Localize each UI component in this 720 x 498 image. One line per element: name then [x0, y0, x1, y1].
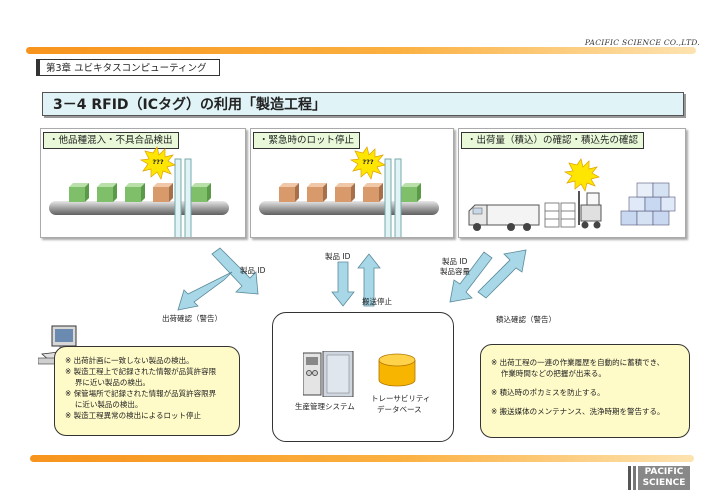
label-loading-warning: 積込確認（警告） — [496, 315, 556, 324]
arrow-transport-stop-center — [357, 253, 381, 307]
arrow-product-id-left — [211, 247, 259, 295]
top-divider-bar — [26, 47, 696, 54]
rack-icon — [544, 202, 576, 228]
panel-mixed-product-detection: ・他品種混入・不具合品検出 ??? — [40, 128, 246, 238]
panel-shipment-confirmation: ・出荷量（積込）の確認・積込先の確認 — [458, 128, 686, 238]
alert-text: ??? — [152, 158, 164, 166]
alert-burst-icon — [563, 158, 600, 192]
label-traceability-2: データベース — [377, 405, 422, 414]
arrow-loading-warning-right — [477, 249, 527, 299]
note-line: に近い製品の検出。 — [65, 400, 143, 409]
logo-line-1: PACIFIC — [644, 467, 684, 477]
note-line: 作業時間などの把握が出来る。 — [491, 369, 606, 378]
panel-label: ・他品種混入・不具合品検出 — [43, 132, 179, 149]
central-system-box: 生産管理システム トレーサビリティ データベース — [272, 312, 454, 442]
truck-icon — [468, 204, 540, 231]
forklift-icon — [578, 191, 602, 229]
note-line: ※ 積込時のポカミスを防止する。 — [491, 388, 605, 397]
server-icon — [303, 351, 354, 397]
right-note-box: ※ 出荷工程の一連の作業履歴を自動的に蓄積でき、 作業時間などの把握が出来る。 … — [480, 344, 690, 438]
warehouse-illustration — [468, 158, 676, 231]
slide-title: 3－4 RFID（ICタグ）の利用「製造工程」 — [42, 92, 684, 116]
alert-burst-icon — [139, 146, 176, 180]
label-product-id-right: 製品 ID — [442, 257, 468, 266]
panel-emergency-lot-stop: ・緊急時のロット停止 ??? — [250, 128, 454, 238]
conveyor-illustration — [259, 146, 439, 237]
bottom-divider-bar — [30, 455, 694, 462]
label-production-system: 生産管理システム — [295, 402, 355, 411]
note-line: ※ 製造工程上で記録された情報が品質許容限 — [65, 367, 217, 376]
label-product-capacity: 製品容量 — [440, 267, 470, 276]
left-note-box: ※ 出荷計画に一致しない製品の検出。 ※ 製造工程上で記録された情報が品質許容限… — [54, 346, 240, 436]
note-line: 界に近い製品の検出。 — [65, 378, 150, 387]
alert-text: ??? — [362, 158, 374, 166]
panel-label: ・出荷量（積込）の確認・積込先の確認 — [461, 132, 645, 149]
label-shipment-warning: 出荷確認（警告） — [162, 314, 222, 323]
panel-label: ・緊急時のロット停止 — [253, 132, 361, 149]
note-line: ※ 保管場所で記録された情報が品質許容限界 — [65, 389, 217, 398]
note-line: ※ 搬送媒体のメンテナンス、洗浄時期を警告する。 — [491, 407, 665, 416]
conveyor-illustration — [49, 146, 229, 237]
box-stack-icon — [620, 182, 676, 226]
note-line: ※ 製造工程異常の検出によるロット停止 — [65, 411, 201, 420]
note-line: ※ 出荷計画に一致しない製品の検出。 — [65, 356, 194, 365]
note-line: ※ 出荷工程の一連の作業履歴を自動的に蓄積でき、 — [491, 358, 665, 367]
arrow-product-id-center — [331, 261, 355, 307]
chapter-label: 第3章 ユビキタスコンピューティング — [36, 59, 220, 76]
alert-burst-icon — [349, 146, 386, 180]
arrow-shipment-warning-left — [177, 271, 233, 311]
database-icon — [378, 353, 416, 387]
product-box — [69, 183, 89, 202]
company-logo: PACIFIC SCIENCE — [628, 466, 690, 490]
label-product-id-center: 製品 ID — [325, 252, 351, 261]
logo-mark — [628, 466, 636, 490]
label-product-id-left: 製品 ID — [240, 266, 266, 275]
logo-line-2: SCIENCE — [642, 477, 686, 488]
company-name: PACIFIC SCIENCE CO.,LTD. — [584, 38, 700, 47]
label-traceability-1: トレーサビリティ — [371, 394, 431, 403]
arrow-product-id-right — [449, 251, 493, 303]
label-transport-stop: 搬送停止 — [362, 297, 392, 306]
